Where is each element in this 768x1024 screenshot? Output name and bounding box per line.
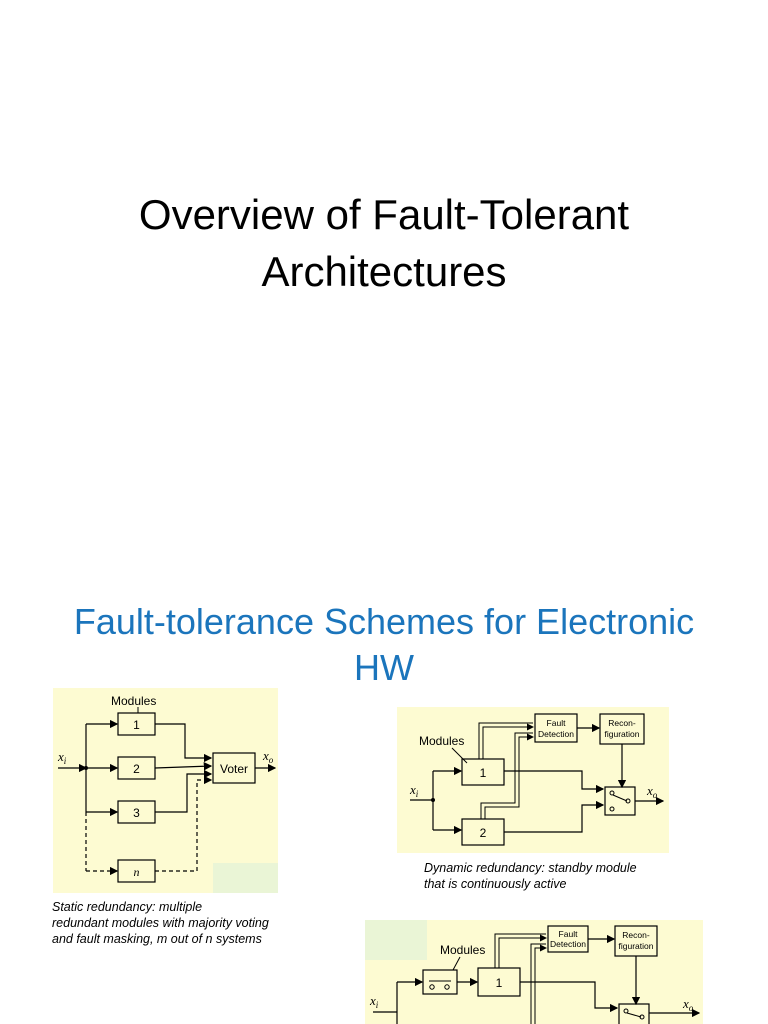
slide1-title-line1: Overview of Fault-Tolerant — [138, 191, 630, 238]
caption-line: Static redundancy: multiple — [52, 900, 203, 914]
fault-detection-label-1: Fault — [559, 929, 579, 939]
module-1-label: 1 — [480, 766, 487, 780]
module-n-label: n — [134, 865, 140, 879]
output-label: xo — [682, 996, 694, 1013]
fault-detection-label-1: Fault — [547, 718, 567, 728]
dynamic-redundancy-caption: Dynamic redundancy: standby module that … — [424, 860, 684, 892]
output-label: xo — [262, 748, 274, 765]
module-1-label: 1 — [133, 718, 140, 732]
input-label: xi — [409, 782, 419, 799]
caption-line: that is continuously active — [424, 877, 567, 891]
module-3-label: 3 — [133, 806, 140, 820]
modules-label: Modules — [440, 943, 485, 957]
input-label: xi — [369, 993, 379, 1010]
fault-detection-label-2: Detection — [538, 729, 574, 739]
fault-detection-label-2: Detection — [550, 939, 586, 949]
slide2-title-line2: HW — [354, 647, 414, 688]
reconfiguration-label-1: Recon- — [608, 718, 636, 728]
slide2-title-line1: Fault-tolerance Schemes for Electronic — [73, 601, 695, 642]
module-1-label: 1 — [496, 976, 503, 990]
hybrid-redundancy-diagram: Modules Fault Detection Recon- figuratio… — [365, 920, 703, 1024]
hybrid-redundancy-svg: Modules Fault Detection Recon- figuratio… — [365, 920, 701, 1024]
static-redundancy-svg: Modules xi 1 2 3 n Voter xo — [57, 694, 278, 893]
voter-label: Voter — [220, 762, 248, 776]
caption-line: redundant modules with majority voting — [52, 916, 269, 930]
static-redundancy-diagram: Modules xi 1 2 3 n Voter xo — [53, 688, 278, 893]
dynamic-redundancy-diagram: Modules Fault Detection Recon- figuratio… — [397, 707, 669, 853]
caption-line: and fault masking, m out of n systems — [52, 932, 262, 946]
highlight-patch — [213, 863, 278, 893]
reconfiguration-label-2: figuration — [605, 729, 640, 739]
modules-label: Modules — [419, 734, 464, 748]
highlight-patch — [365, 920, 427, 960]
output-label: xo — [646, 783, 658, 800]
static-redundancy-caption: Static redundancy: multiple redundant mo… — [52, 899, 302, 947]
slide2-title: Fault-tolerance Schemes for Electronic H… — [0, 599, 768, 691]
modules-label: Modules — [111, 694, 156, 708]
switch-box — [618, 1003, 650, 1024]
module-2-label: 2 — [480, 826, 487, 840]
slide1-title: Overview of Fault-Tolerant Architectures — [0, 186, 768, 300]
reconfiguration-label-1: Recon- — [622, 930, 650, 940]
caption-line: Dynamic redundancy: standby module — [424, 861, 637, 875]
input-label: xi — [57, 749, 67, 766]
slide1-title-line2: Architectures — [261, 248, 507, 295]
dynamic-redundancy-svg: Modules Fault Detection Recon- figuratio… — [409, 713, 665, 846]
reconfiguration-label-2: figuration — [619, 941, 654, 951]
module-2-label: 2 — [133, 762, 140, 776]
power-switch-box — [422, 969, 458, 995]
